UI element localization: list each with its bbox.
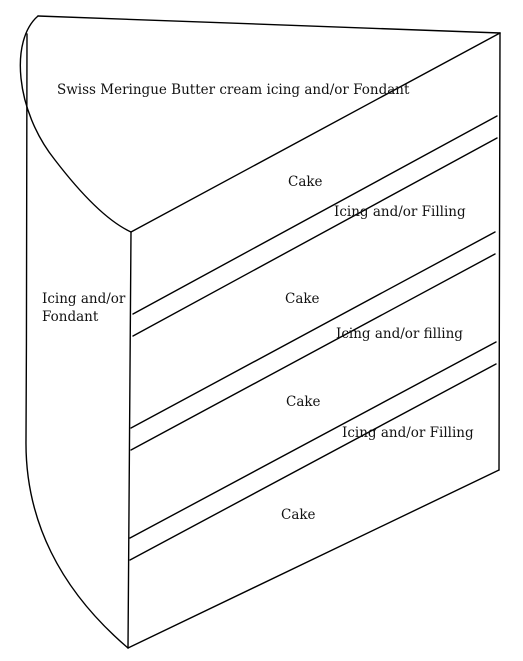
slice-front-edge	[127, 231, 132, 649]
layer-label-filling-2: Icing and/or filling	[336, 326, 463, 342]
filling-line-3b	[129, 363, 497, 561]
filling-line-1b	[132, 137, 498, 337]
filling-line-3a	[129, 341, 497, 539]
layer-label-cake-2: Cake	[285, 291, 320, 307]
side-label: Icing and/or Fondant	[42, 291, 126, 325]
layer-label-cake-1: Cake	[288, 174, 323, 190]
slice-bottom-edge	[127, 469, 500, 649]
layer-label-cake-4: Cake	[281, 507, 316, 523]
filling-line-1a	[132, 115, 498, 315]
filling-line-2b	[130, 253, 496, 451]
slice-right-edge	[498, 32, 501, 471]
top-label: Swiss Meringue Butter cream icing and/or…	[57, 82, 410, 98]
layer-label-filling-3: Icing and/or Filling	[342, 425, 474, 441]
slice-left-side	[25, 33, 129, 649]
filling-line-2a	[130, 231, 496, 429]
top-face-front-edge	[130, 32, 501, 233]
layer-label-cake-3: Cake	[286, 394, 321, 410]
layer-label-filling-1: Icing and/or Filling	[334, 204, 466, 220]
top-face-outline	[37, 15, 501, 34]
top-face-curve	[19, 15, 132, 233]
